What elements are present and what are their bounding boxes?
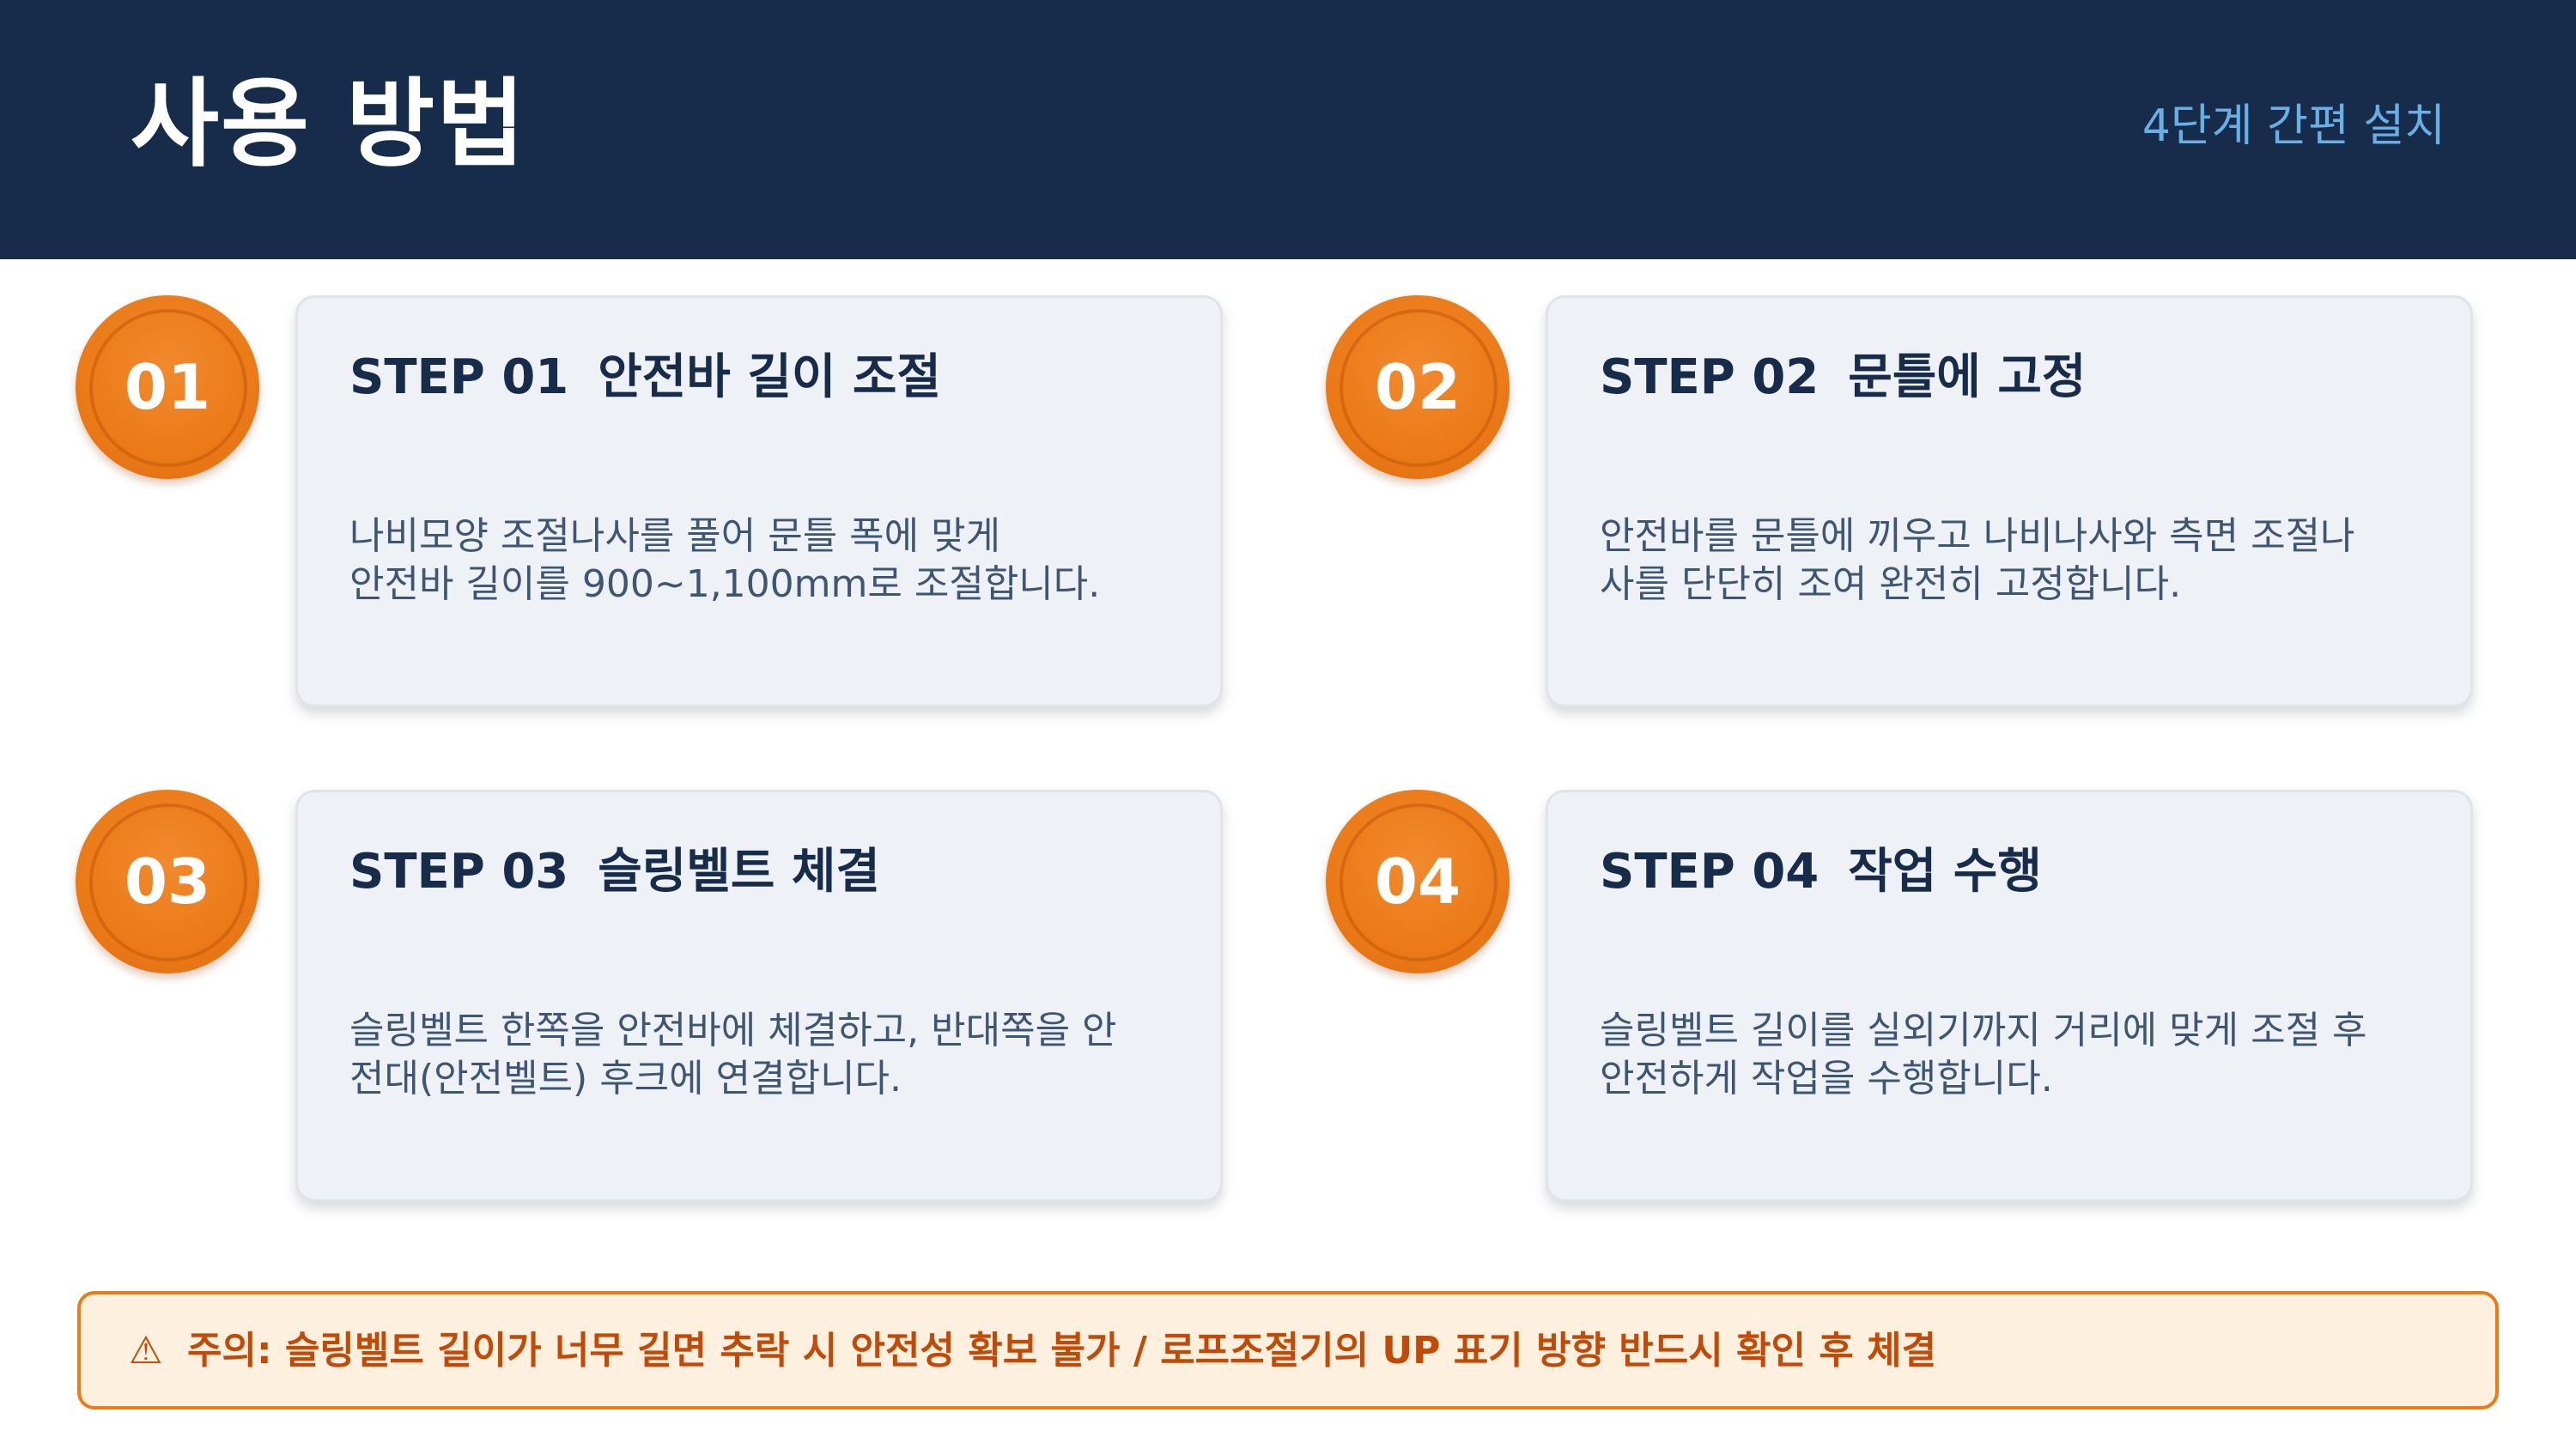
step-description-line: 전대(안전벨트) 후크에 연결합니다.	[349, 1057, 902, 1100]
step-title: STEP 04 작업 수행	[1600, 842, 2042, 902]
step-label: STEP 02	[1600, 349, 1820, 405]
step-heading: 작업 수행	[1848, 844, 2042, 900]
step-description-line: 사를 단단히 조여 완전히 고정합니다.	[1600, 562, 2182, 606]
step-badge-04: 04	[1326, 790, 1510, 973]
step-label: STEP 03	[349, 844, 569, 900]
step-description-line: 슬링벨트 한쪽을 안전바에 체결하고, 반대쪽을 안	[349, 1009, 1117, 1052]
step-title: STEP 03 슬링벨트 체결	[349, 842, 880, 902]
step-number: 03	[124, 846, 211, 918]
step-label: STEP 04	[1600, 844, 1820, 900]
step-description-line: 안전하게 작업을 수행합니다.	[1600, 1057, 2053, 1100]
step-title: STEP 01 안전바 길이 조절	[349, 348, 941, 408]
step-description: 안전바를 문틀에 끼우고 나비나사와 측면 조절나 사를 단단히 조여 완전히 …	[1600, 512, 2424, 609]
step-description: 슬링벨트 길이를 실외기까지 거리에 맞게 조절 후 안전하게 작업을 수행합니…	[1600, 1007, 2424, 1103]
step-description-line: 나비모양 조절나사를 풀어 문틀 폭에 맞게	[349, 514, 1001, 558]
step-description: 나비모양 조절나사를 풀어 문틀 폭에 맞게 안전바 길이를 900~1,100…	[349, 512, 1174, 609]
page-title: 사용 방법	[131, 69, 527, 180]
step-badge-01: 01	[76, 295, 259, 479]
step-number: 01	[124, 351, 211, 423]
step-heading: 슬링벨트 체결	[598, 844, 880, 900]
step-number: 02	[1374, 351, 1461, 423]
step-title: STEP 02 문틀에 고정	[1600, 348, 2086, 408]
step-card-01: STEP 01 안전바 길이 조절 나비모양 조절나사를 풀어 문틀 폭에 맞게 …	[295, 295, 1223, 707]
warning-triangle-icon: ⚠	[129, 1329, 163, 1373]
step-badge-03: 03	[76, 790, 259, 973]
step-description-line: 안전바 길이를 900~1,100mm로 조절합니다.	[349, 562, 1101, 606]
step-badge-02: 02	[1326, 295, 1510, 479]
step-card-04: STEP 04 작업 수행 슬링벨트 길이를 실외기까지 거리에 맞게 조절 후 …	[1546, 790, 2473, 1202]
step-label: STEP 01	[349, 349, 569, 405]
step-heading: 문틀에 고정	[1848, 349, 2087, 405]
step-heading: 안전바 길이 조절	[598, 349, 941, 405]
warning-box: ⚠ 주의: 슬링벨트 길이가 너무 길면 추락 시 안전성 확보 불가 / 로프…	[77, 1291, 2499, 1410]
step-description-line: 안전바를 문틀에 끼우고 나비나사와 측면 조절나	[1600, 514, 2355, 558]
step-card-02: STEP 02 문틀에 고정 안전바를 문틀에 끼우고 나비나사와 측면 조절나 …	[1546, 295, 2473, 707]
step-number: 04	[1374, 846, 1461, 918]
header-bar: 사용 방법 4단계 간편 설치	[0, 0, 2576, 259]
step-card-03: STEP 03 슬링벨트 체결 슬링벨트 한쪽을 안전바에 체결하고, 반대쪽을 …	[295, 790, 1223, 1202]
page-subtitle: 4단계 간편 설치	[2142, 100, 2445, 152]
step-description: 슬링벨트 한쪽을 안전바에 체결하고, 반대쪽을 안 전대(안전벨트) 후크에 …	[349, 1007, 1174, 1103]
warning-text: 주의: 슬링벨트 길이가 너무 길면 추락 시 안전성 확보 불가 / 로프조절…	[187, 1329, 1937, 1373]
step-description-line: 슬링벨트 길이를 실외기까지 거리에 맞게 조절 후	[1600, 1009, 2367, 1052]
